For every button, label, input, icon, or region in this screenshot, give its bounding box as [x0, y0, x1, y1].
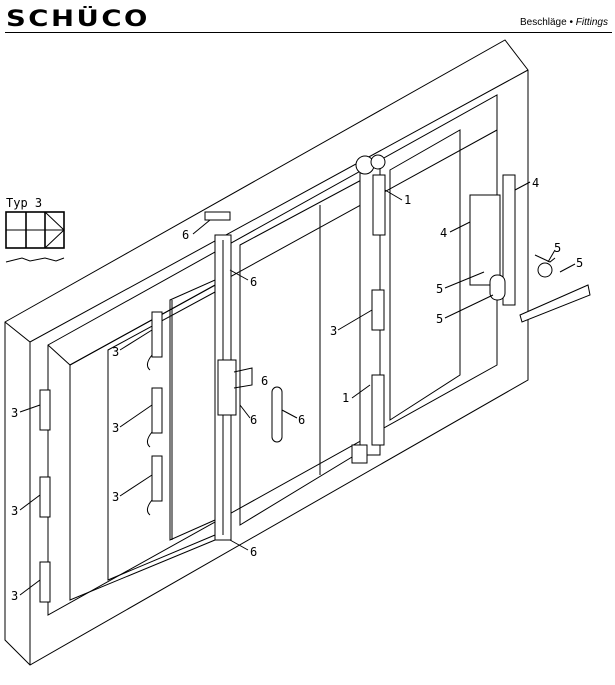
callout-4: 4 [440, 226, 447, 240]
espagnolette [204, 211, 283, 541]
callout-3: 3 [112, 490, 119, 504]
callout-6: 6 [250, 275, 257, 289]
callout-3: 3 [11, 406, 18, 420]
lock-hardware [469, 174, 591, 323]
callout-5: 5 [554, 241, 561, 255]
callout-3: 3 [11, 589, 18, 603]
callout-6: 6 [261, 374, 268, 388]
callout-6: 6 [182, 228, 189, 242]
hinge-column [351, 154, 386, 464]
callout-numbers: 1 1 3 3 3 3 3 3 3 4 4 5 5 5 5 6 6 6 6 6 … [11, 176, 583, 603]
window-frame [4, 39, 529, 666]
hinges-left [39, 311, 163, 603]
callout-6: 6 [250, 545, 257, 559]
callout-5: 5 [436, 282, 443, 296]
callout-4: 4 [532, 176, 539, 190]
leader-lines [19, 181, 576, 596]
header-rule [5, 32, 612, 33]
callout-1: 1 [404, 193, 411, 207]
callout-6: 6 [298, 413, 305, 427]
section-title: Beschläge • Fittings [519, 17, 608, 28]
schueco-logo: SCHÜCO [6, 7, 150, 32]
callout-3: 3 [11, 504, 18, 518]
type-label: Typ 3 [6, 196, 42, 210]
callout-1: 1 [342, 391, 349, 405]
callout-3: 3 [112, 345, 119, 359]
callout-3: 3 [330, 324, 337, 338]
callout-5: 5 [436, 312, 443, 326]
callout-6: 6 [250, 413, 257, 427]
window-type-icon: Typ 3 [5, 196, 65, 263]
callout-5: 5 [576, 256, 583, 270]
callout-3: 3 [112, 421, 119, 435]
